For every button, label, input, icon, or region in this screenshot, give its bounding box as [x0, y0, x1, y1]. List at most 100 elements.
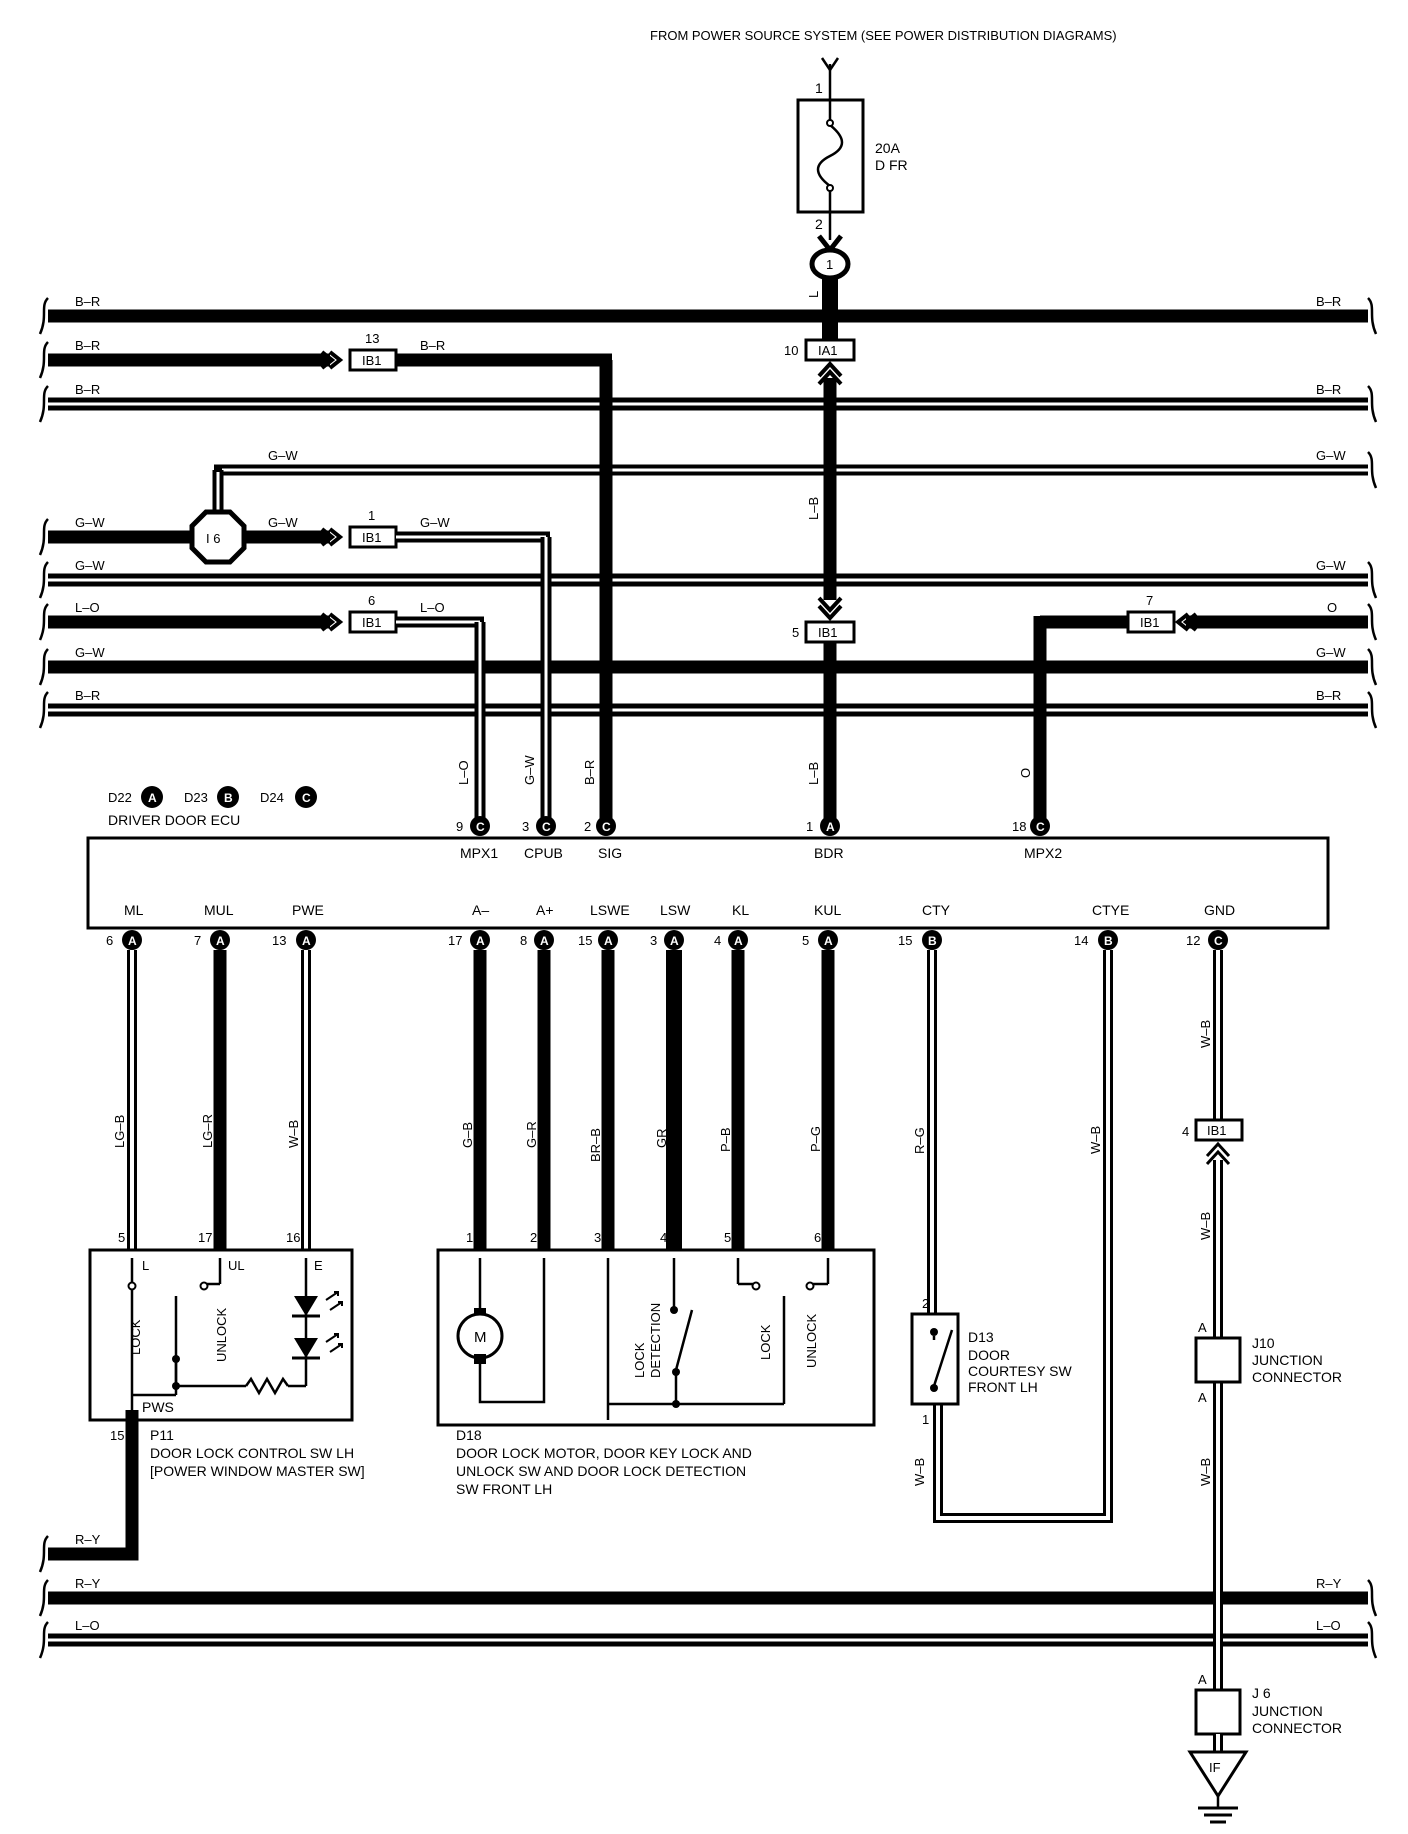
svg-text:B: B: [928, 934, 937, 948]
svg-text:ML: ML: [124, 902, 144, 918]
wire-p11-ry: [48, 1410, 139, 1561]
svg-text:G–W: G–W: [1316, 645, 1346, 660]
svg-text:4: 4: [714, 933, 721, 948]
svg-text:JUNCTION: JUNCTION: [1252, 1352, 1323, 1368]
svg-text:CONNECTOR: CONNECTOR: [1252, 1720, 1342, 1736]
wire-label-cty: R–G: [912, 1127, 927, 1154]
svg-text:E: E: [314, 1258, 323, 1273]
wire-label-a-minus: G–B: [460, 1122, 475, 1148]
svg-text:13: 13: [365, 331, 379, 346]
svg-text:A: A: [826, 820, 835, 834]
wire-label-mul: LG–R: [200, 1114, 215, 1148]
svg-text:JUNCTION: JUNCTION: [1252, 1703, 1323, 1719]
svg-text:UNLOCK: UNLOCK: [214, 1307, 229, 1362]
svg-text:LSW: LSW: [660, 902, 691, 918]
svg-text:R–Y: R–Y: [75, 1532, 101, 1547]
bottom-buses: R–Y R–Y R–Y L–O L–O: [38, 1532, 1378, 1659]
svg-text:D13: D13: [968, 1329, 994, 1345]
wire-label-pwe: W–B: [286, 1120, 301, 1148]
svg-text:IB1: IB1: [1207, 1123, 1227, 1138]
svg-text:C: C: [1214, 934, 1223, 948]
ecu-pin-bdr: 1 A BDR: [806, 816, 844, 861]
svg-text:IB1: IB1: [362, 615, 382, 630]
svg-text:D22: D22: [108, 790, 132, 805]
fuse-d-fr: 1 20A D FR 2: [796, 57, 908, 255]
top-buses: B–R B–R B–R B–R B–R G–W G–W G–W G–W L–O …: [38, 294, 1378, 729]
connector-ia1-10: IA1 10 IB1 5: [784, 278, 856, 822]
svg-text:15: 15: [898, 933, 912, 948]
connector-ib1-13: IB1 13 B–R: [320, 331, 613, 822]
svg-text:LOCK: LOCK: [128, 1319, 143, 1355]
svg-text:20A: 20A: [875, 140, 901, 156]
svg-text:G–W: G–W: [268, 515, 298, 530]
svg-text:L–O: L–O: [75, 600, 100, 615]
svg-text:5: 5: [792, 625, 799, 640]
svg-text:A: A: [216, 934, 225, 948]
wire-label-mpx2: O: [1018, 768, 1033, 778]
svg-text:B–R: B–R: [75, 382, 100, 397]
svg-text:A: A: [1198, 1320, 1207, 1335]
svg-text:DOOR LOCK CONTROL SW LH: DOOR LOCK CONTROL SW LH: [150, 1445, 354, 1461]
svg-text:MPX2: MPX2: [1024, 845, 1062, 861]
svg-text:17: 17: [198, 1230, 212, 1245]
svg-text:IB1: IB1: [362, 353, 382, 368]
j10-junction-connector: A A J10 JUNCTION CONNECTOR: [1194, 1320, 1342, 1405]
svg-text:R–Y: R–Y: [75, 1576, 101, 1591]
svg-text:LOCK: LOCK: [758, 1324, 773, 1360]
svg-text:CTY: CTY: [922, 902, 951, 918]
svg-text:18: 18: [1012, 819, 1026, 834]
svg-text:3: 3: [650, 933, 657, 948]
svg-text:IB1: IB1: [818, 625, 838, 640]
svg-text:L: L: [142, 1258, 149, 1273]
svg-text:UNLOCK: UNLOCK: [804, 1313, 819, 1368]
junction-i6: I 6: [189, 470, 247, 565]
svg-text:D18: D18: [456, 1427, 482, 1443]
svg-text:7: 7: [194, 933, 201, 948]
svg-text:C: C: [476, 820, 485, 834]
svg-text:IA1: IA1: [818, 343, 838, 358]
svg-text:B–R: B–R: [75, 688, 100, 703]
svg-text:UNLOCK SW AND DOOR LOCK DETECT: UNLOCK SW AND DOOR LOCK DETECTION: [456, 1463, 746, 1479]
svg-text:A: A: [128, 934, 137, 948]
ecu-pin-sig: 2 C SIG: [584, 816, 622, 861]
svg-text:LSWE: LSWE: [590, 902, 630, 918]
svg-text:BDR: BDR: [814, 845, 844, 861]
svg-text:L–O: L–O: [75, 1618, 100, 1633]
svg-text:6: 6: [368, 593, 375, 608]
svg-text:G–W: G–W: [75, 515, 105, 530]
svg-text:B: B: [1104, 934, 1113, 948]
svg-text:D23: D23: [184, 790, 208, 805]
svg-text:LOCK: LOCK: [632, 1342, 647, 1378]
wire-label-d13-gnd: W–B: [912, 1458, 927, 1486]
svg-text:1: 1: [806, 819, 813, 834]
svg-text:6: 6: [814, 1230, 821, 1245]
svg-text:CPUB: CPUB: [524, 845, 563, 861]
ecu-pin-mpx2: 18 C MPX2: [1012, 816, 1062, 861]
power-source-note: FROM POWER SOURCE SYSTEM (SEE POWER DIST…: [650, 28, 1117, 43]
svg-text:2: 2: [584, 819, 591, 834]
svg-text:1: 1: [826, 257, 833, 272]
svg-text:A: A: [824, 934, 833, 948]
svg-text:PWS: PWS: [142, 1399, 174, 1415]
svg-text:MUL: MUL: [204, 902, 234, 918]
svg-text:2: 2: [815, 216, 823, 232]
svg-text:COURTESY SW: COURTESY SW: [968, 1363, 1073, 1379]
wire-label-gw-upper: G–W: [268, 448, 298, 463]
svg-text:D24: D24: [260, 790, 284, 805]
svg-text:6: 6: [106, 933, 113, 948]
svg-text:DOOR LOCK MOTOR, DOOR KEY LOC: DOOR LOCK MOTOR, DOOR KEY LOCK AND: [456, 1445, 752, 1461]
svg-text:10: 10: [784, 343, 798, 358]
svg-text:A+: A+: [536, 902, 554, 918]
svg-text:KUL: KUL: [814, 902, 841, 918]
svg-text:B–R: B–R: [75, 294, 100, 309]
ecu-bottom-pins: 6 A 7 A 13 A 17 A 8 A 15 A 3 A 4 A 5 A 1…: [106, 930, 1228, 950]
connector-ib1-7: IB1 7: [1033, 593, 1198, 822]
wire-label-kl: P–B: [718, 1127, 733, 1152]
svg-text:A: A: [1198, 1672, 1207, 1687]
svg-text:G–W: G–W: [75, 558, 105, 573]
wire-label-bdr-upper: L–B: [806, 497, 821, 520]
svg-text:SIG: SIG: [598, 845, 622, 861]
svg-text:B–R: B–R: [1316, 294, 1341, 309]
svg-text:A–: A–: [472, 902, 489, 918]
